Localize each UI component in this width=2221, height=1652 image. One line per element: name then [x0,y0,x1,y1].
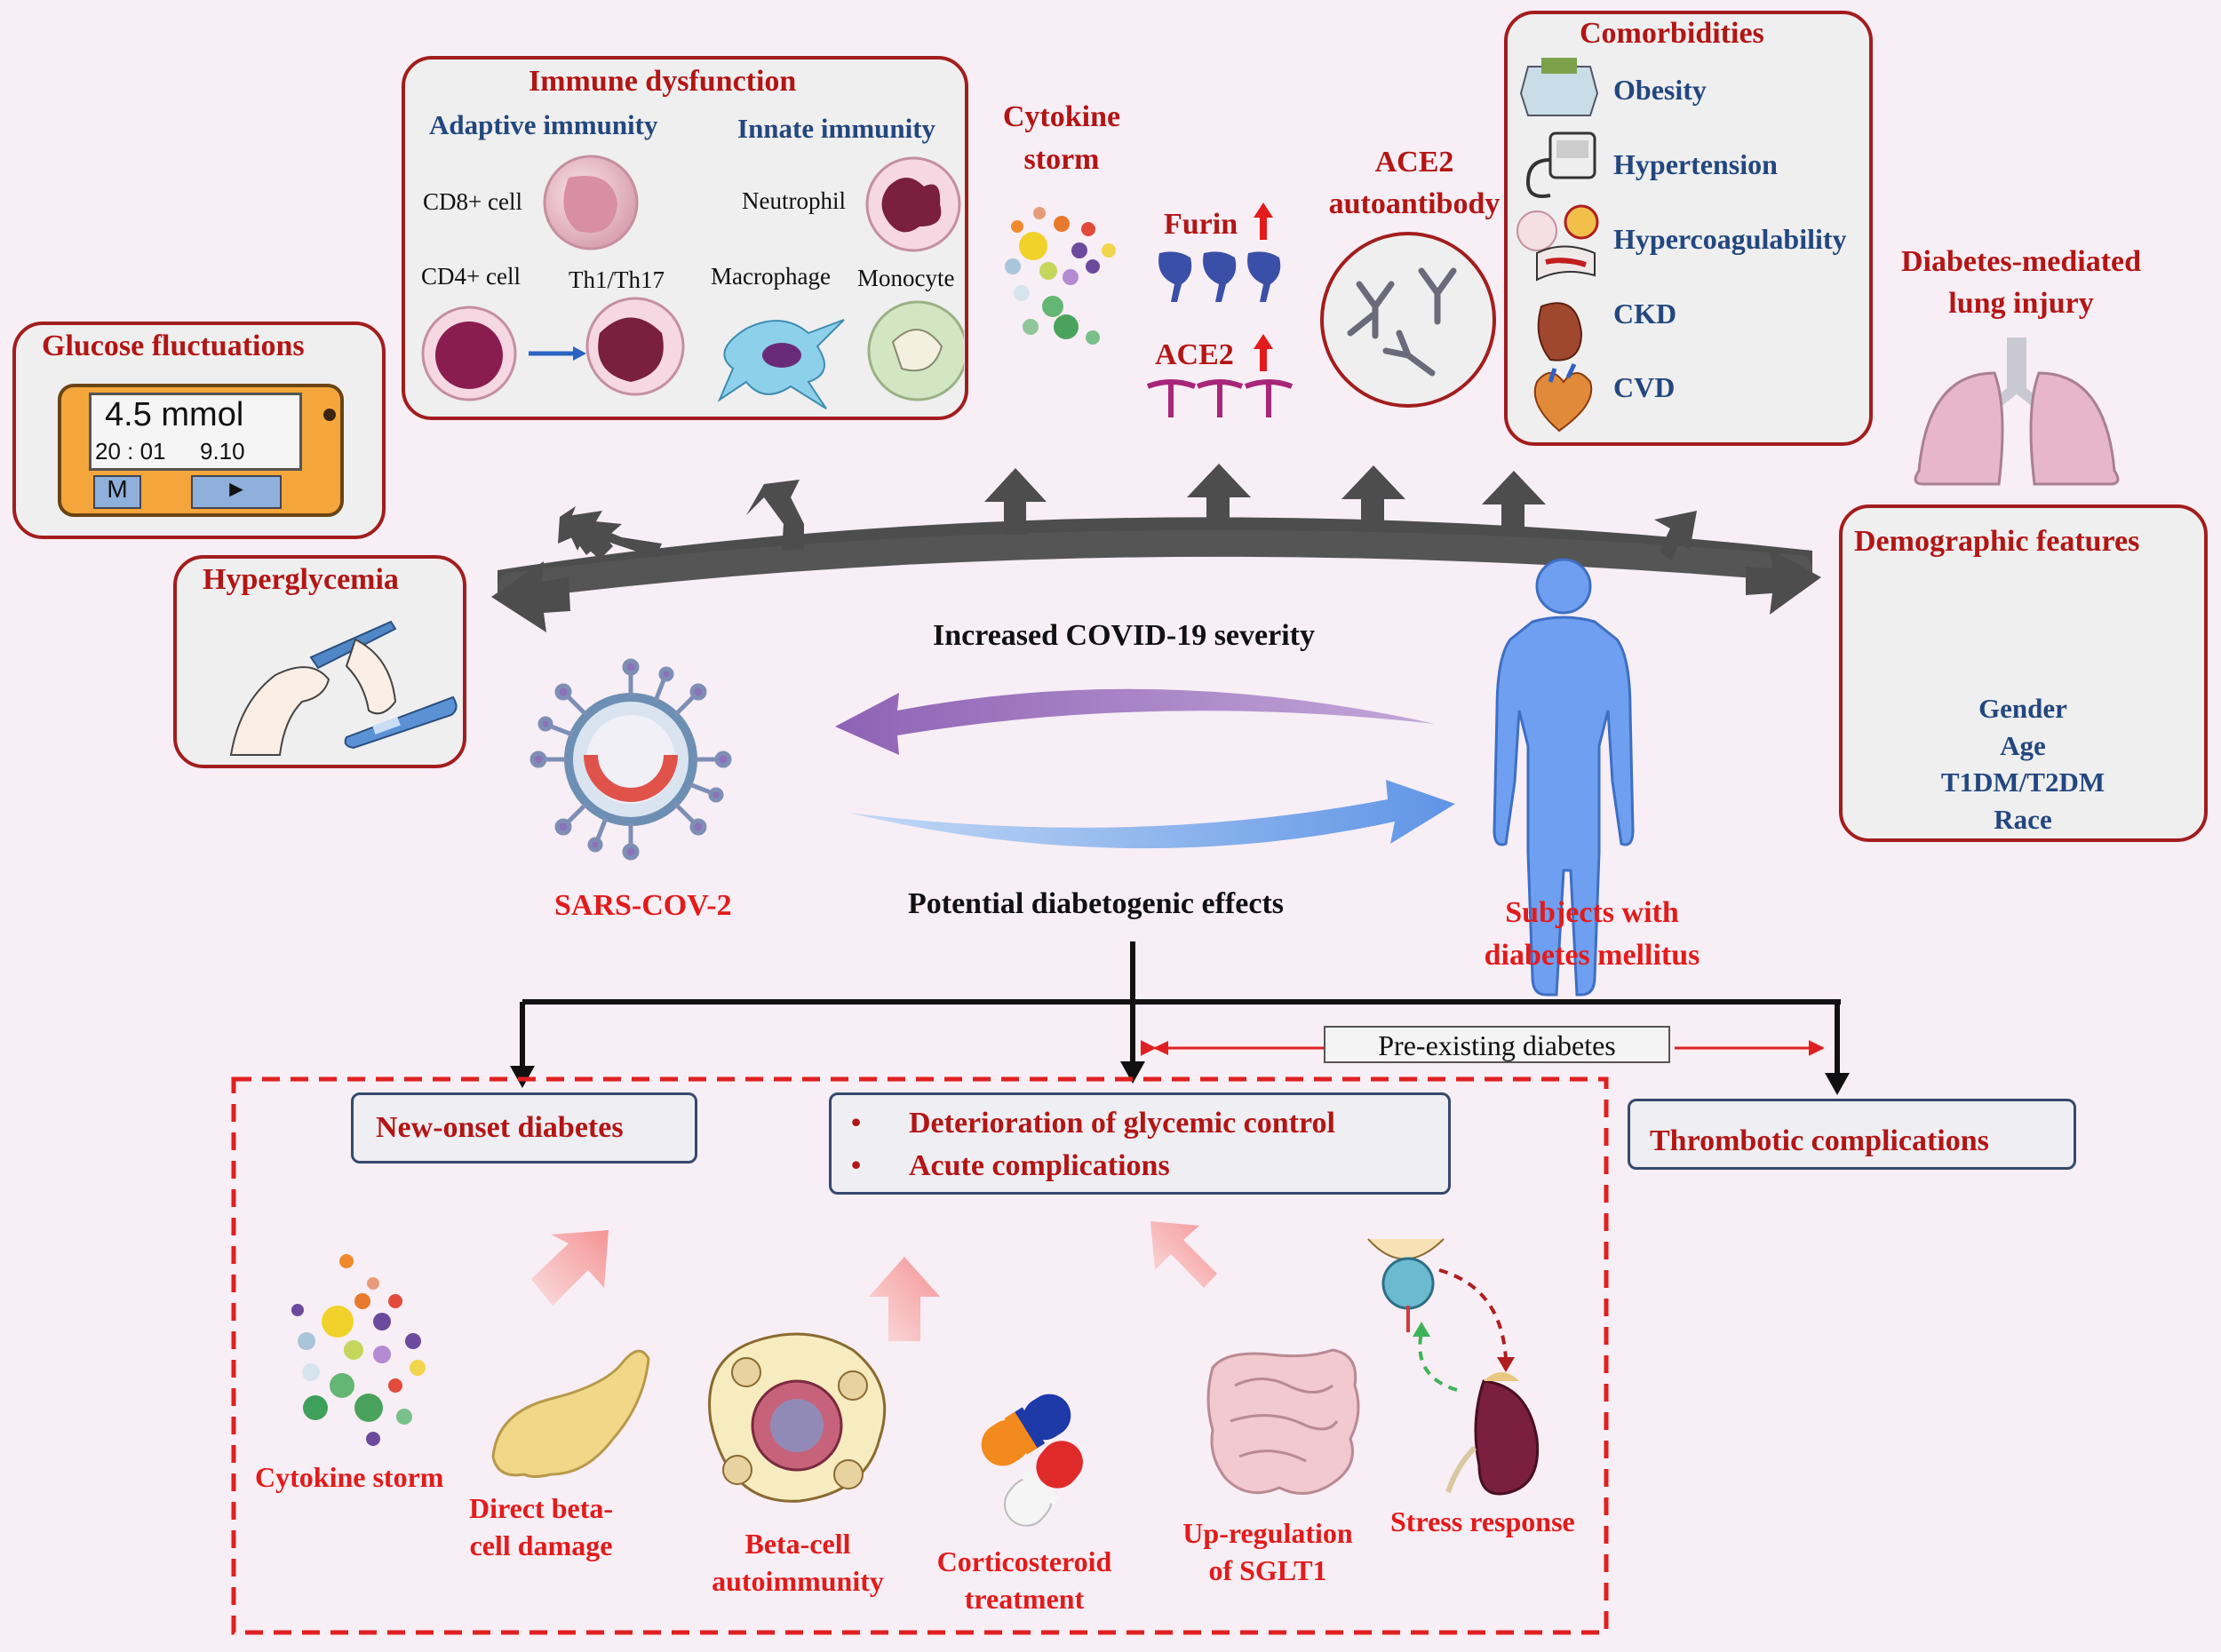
severity-arc [491,464,1821,632]
demographic-gender: Gender [1978,693,2067,724]
furin-label: Furin [1164,208,1238,241]
mech-sglt1-line1: Up-regulation [1182,1517,1353,1549]
comorbidity-icons [1516,58,1599,433]
comorbidity-obesity: Obesity [1613,74,1707,106]
purple-curved-arrow [835,688,1435,755]
comorbidity-hypercoagulability: Hypercoagulability [1613,223,1847,255]
outcome-connectors [520,941,1841,1079]
intestine-icon [1206,1348,1360,1495]
new-onset-label: New-onset diabetes [376,1111,624,1144]
islet-icon [708,1332,887,1503]
mech-sglt1-line2: of SGLT1 [1208,1554,1327,1586]
meter-m-button[interactable]: M [93,475,141,509]
cytokine-cluster-top-icon [1005,207,1116,345]
innate-immunity-heading: Innate immunity [737,113,936,144]
th-label: Th1/Th17 [569,266,665,293]
comorbidities-title: Comorbidities [1580,17,1764,50]
mech-autoimmunity-line1: Beta-cell [744,1528,851,1560]
mech-beta-damage-line1: Direct beta- [469,1492,613,1524]
neutrophil-label: Neutrophil [742,187,846,214]
demographic-race: Race [1994,804,2052,835]
subjects-line2: diabetes mellitus [1484,939,1700,972]
glucose-time: 20 : 01 [95,438,166,465]
immune-dysfunction-title: Immune dysfunction [529,65,797,98]
demographic-features-title: Demographic features [1854,525,2140,558]
arc-up-arrows [746,464,1697,561]
glucose-reading: 4.5 mmol [105,396,244,433]
mech-autoimmunity-line2: autoimmunity [712,1565,884,1597]
comorbidity-hypertension: Hypertension [1613,148,1778,180]
hyperglycemia-title: Hyperglycemia [203,563,399,596]
lung-injury-line1: Diabetes-mediated [1900,245,2142,278]
deterioration-box [829,1092,1451,1195]
increased-severity-label: Increased COVID-19 severity [933,619,1315,652]
ace2-label: ACE2 [1155,338,1234,371]
cytokine-storm-top-line2: storm [1023,143,1100,176]
autoantibody-icon [1320,232,1496,408]
cd4-label: CD4+ cell [421,263,521,290]
demographic-age: Age [2000,730,2046,761]
comorbidity-ckd: CKD [1613,298,1677,330]
mechanisms-frame [231,1076,1609,1635]
blue-curved-arrow [848,780,1455,849]
mech-stress-response: Stress response [1390,1505,1575,1537]
adaptive-immunity-heading: Adaptive immunity [429,109,658,140]
glucose-date: 9.10 [200,438,245,465]
meter-arrow-button[interactable]: ► [191,475,282,509]
kidney-icon [1537,302,1583,361]
lung-injury-line2: lung injury [1948,287,2094,320]
contribution-arrows [531,1221,1217,1341]
thrombotic-label: Thrombotic complications [1650,1124,1989,1157]
sars-cov2-label: SARS-COV-2 [554,889,732,922]
meter-dot [323,409,336,421]
glucose-meter-screen [89,393,302,471]
cytokine-cluster-bottom-icon [291,1254,426,1446]
bullet-2: • [851,1148,862,1180]
mech-cytokine-storm: Cytokine storm [255,1461,444,1493]
comorbidity-cvd: CVD [1613,371,1676,403]
increase-arrows [1254,203,1273,371]
subjects-line1: Subjects with [1505,896,1679,929]
cd8-label: CD8+ cell [423,188,522,215]
human-body-icon [1493,558,1635,997]
stress-response-icon [1367,1238,1540,1496]
ace2-autoantibody-line1: ACE2 [1374,146,1454,179]
potential-effects-label: Potential diabetogenic effects [908,887,1284,920]
virus-icon [529,658,732,861]
new-onset-box [351,1092,697,1164]
thrombotic-box [1628,1099,2076,1170]
blood-clot-icon [1516,210,1557,251]
ace2-receptor-icon [1146,379,1294,417]
immune-cells-icons [421,155,964,409]
mech-corticosteroid-line2: treatment [964,1583,1085,1615]
furin-icon [1158,251,1281,302]
lungs-icon [1914,338,2120,486]
pre-existing-diabetes-label: Pre-existing diabetes [1324,1026,1670,1063]
deterioration-label: Deterioration of glycemic control [909,1107,1335,1140]
demographic-features-box [1839,504,2208,842]
pancreas-icon [491,1349,650,1478]
glucose-fluctuations-title: Glucose fluctuations [42,330,305,362]
mech-beta-damage-line2: cell damage [469,1529,613,1561]
monocyte-label: Monocyte [857,265,955,291]
cytokine-storm-top-line1: Cytokine [1002,100,1121,133]
finger-prick-icon [229,620,458,756]
demographic-diabetes-type: T1DM/T2DM [1940,766,2106,798]
heart-icon [1533,372,1593,433]
obesity-icon [1519,66,1599,116]
mech-corticosteroid-line1: Corticosteroid [936,1545,1112,1577]
bullet-1: • [851,1106,862,1138]
macrophage-label: Macrophage [711,263,831,290]
acute-complications-label: Acute complications [909,1149,1170,1182]
capsule-icon [981,1394,1083,1527]
ace2-autoantibody-line2: autoantibody [1328,187,1501,220]
